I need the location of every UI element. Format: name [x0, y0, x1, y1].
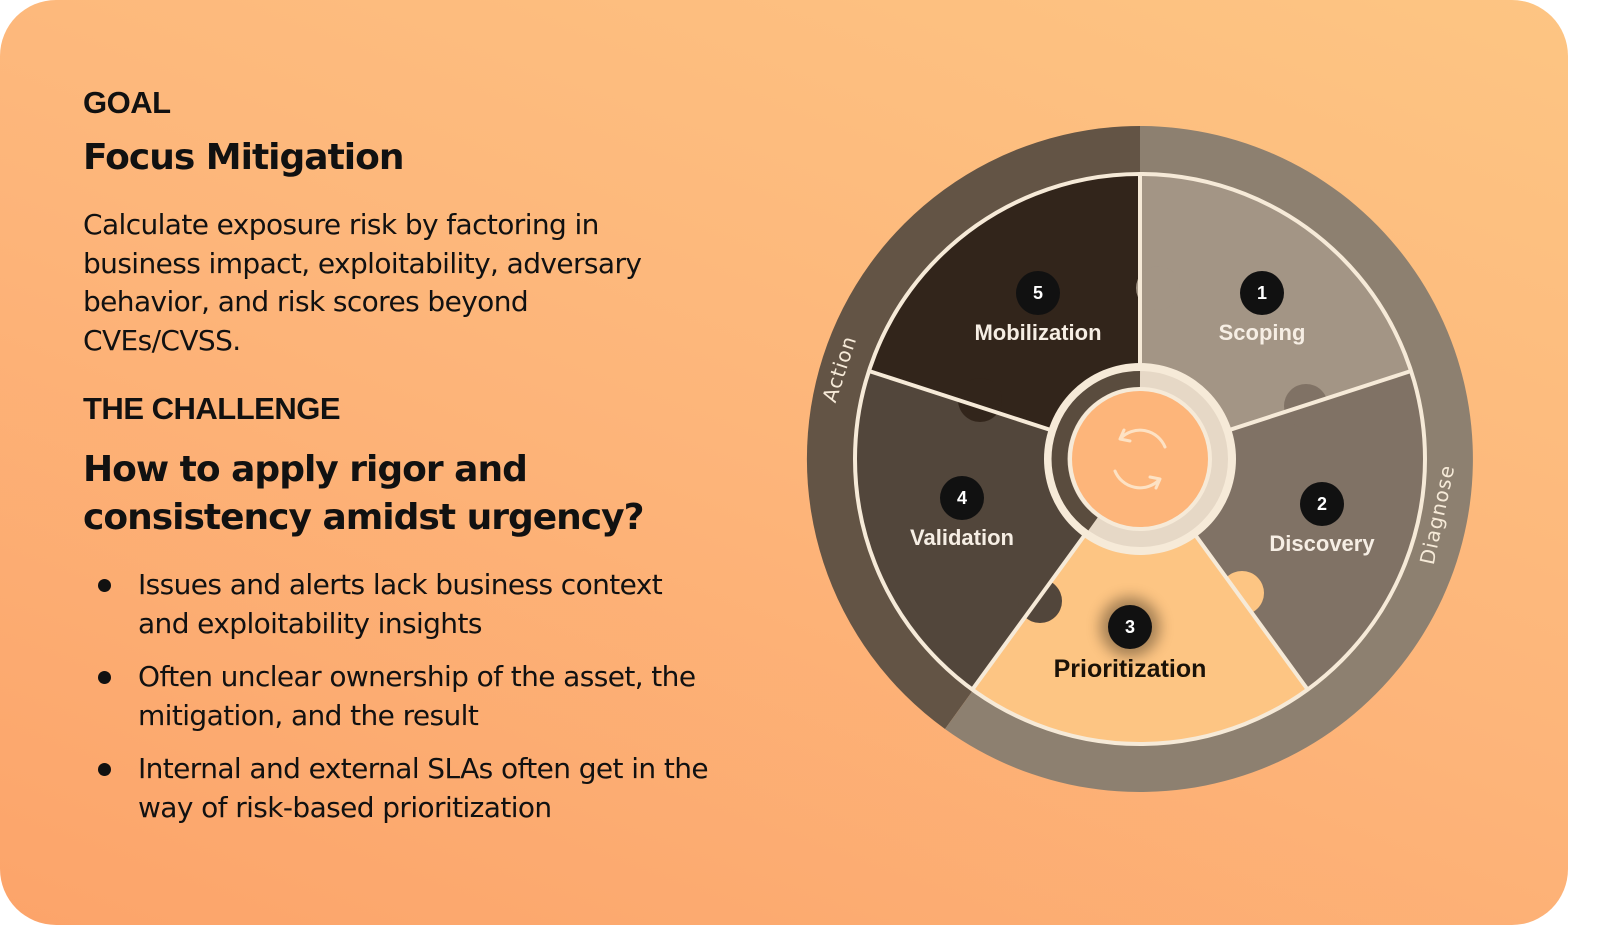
stage-marker-validation: 4 Validation	[910, 476, 1014, 550]
challenge-question: How to apply rigor and consistency amids…	[83, 449, 644, 538]
stage-number-badge	[1108, 605, 1152, 649]
wheel-segment-scoping	[1140, 174, 1411, 459]
challenge-bullet-list: Issues and alerts lack business context …	[83, 566, 743, 827]
stage-number-badge	[1016, 271, 1060, 315]
stage-marker-mobilization: 5 Mobilization	[974, 271, 1102, 345]
bullet-text: Internal and external SLAs often get in …	[138, 752, 709, 824]
wheel-segment-mobilization	[869, 174, 1140, 459]
stage-number: 2	[1317, 494, 1327, 514]
challenge-bullet: Often unclear ownership of the asset, th…	[83, 658, 718, 735]
bullet-text: Often unclear ownership of the asset, th…	[138, 660, 696, 732]
stage-label: Mobilization	[974, 320, 1101, 345]
center-progress-arc	[1051, 370, 1141, 531]
stage-number: 5	[1033, 283, 1043, 303]
refresh-cycle-icon	[1113, 428, 1167, 490]
puzzle-knob	[1136, 266, 1180, 310]
stage-number-badge	[940, 476, 984, 520]
stage-number: 4	[957, 488, 967, 508]
goal-title: Focus Mitigation	[83, 137, 404, 178]
stage-marker-discovery: 2 Discovery	[1269, 482, 1375, 556]
stage-number: 3	[1125, 617, 1135, 637]
bullet-dot-icon	[98, 671, 111, 684]
center-hub-core	[1072, 391, 1208, 527]
content-card: GOAL Focus Mitigation Calculate exposure…	[0, 0, 1568, 925]
stage-marker-prioritization: 3 Prioritization	[1054, 605, 1207, 683]
text-panel: GOAL Focus Mitigation Calculate exposure…	[83, 84, 743, 842]
stage-number: 1	[1257, 283, 1267, 303]
challenge-bullet: Issues and alerts lack business context …	[83, 566, 718, 643]
stage-marker-scoping: 1 Scoping	[1219, 271, 1306, 345]
stage-number-badge	[1300, 482, 1344, 526]
goal-heading: GOAL	[83, 85, 171, 120]
challenge-bullet: Internal and external SLAs often get in …	[83, 750, 718, 827]
bullet-dot-icon	[98, 579, 111, 592]
stage-label: Discovery	[1269, 531, 1375, 556]
stage-label: Prioritization	[1054, 655, 1207, 683]
bullet-text: Issues and alerts lack business context …	[138, 568, 663, 640]
bullet-dot-icon	[98, 763, 111, 776]
challenge-heading: THE CHALLENGE	[83, 391, 341, 426]
stage-label: Validation	[910, 525, 1014, 550]
goal-description: Calculate exposure risk by factoring in …	[83, 208, 642, 357]
stage-label: Scoping	[1219, 320, 1306, 345]
cycle-wheel-diagram: Action Diagnose 1 Scoping 2 Discovery 3 …	[806, 125, 1473, 792]
stage-number-badge	[1240, 271, 1284, 315]
